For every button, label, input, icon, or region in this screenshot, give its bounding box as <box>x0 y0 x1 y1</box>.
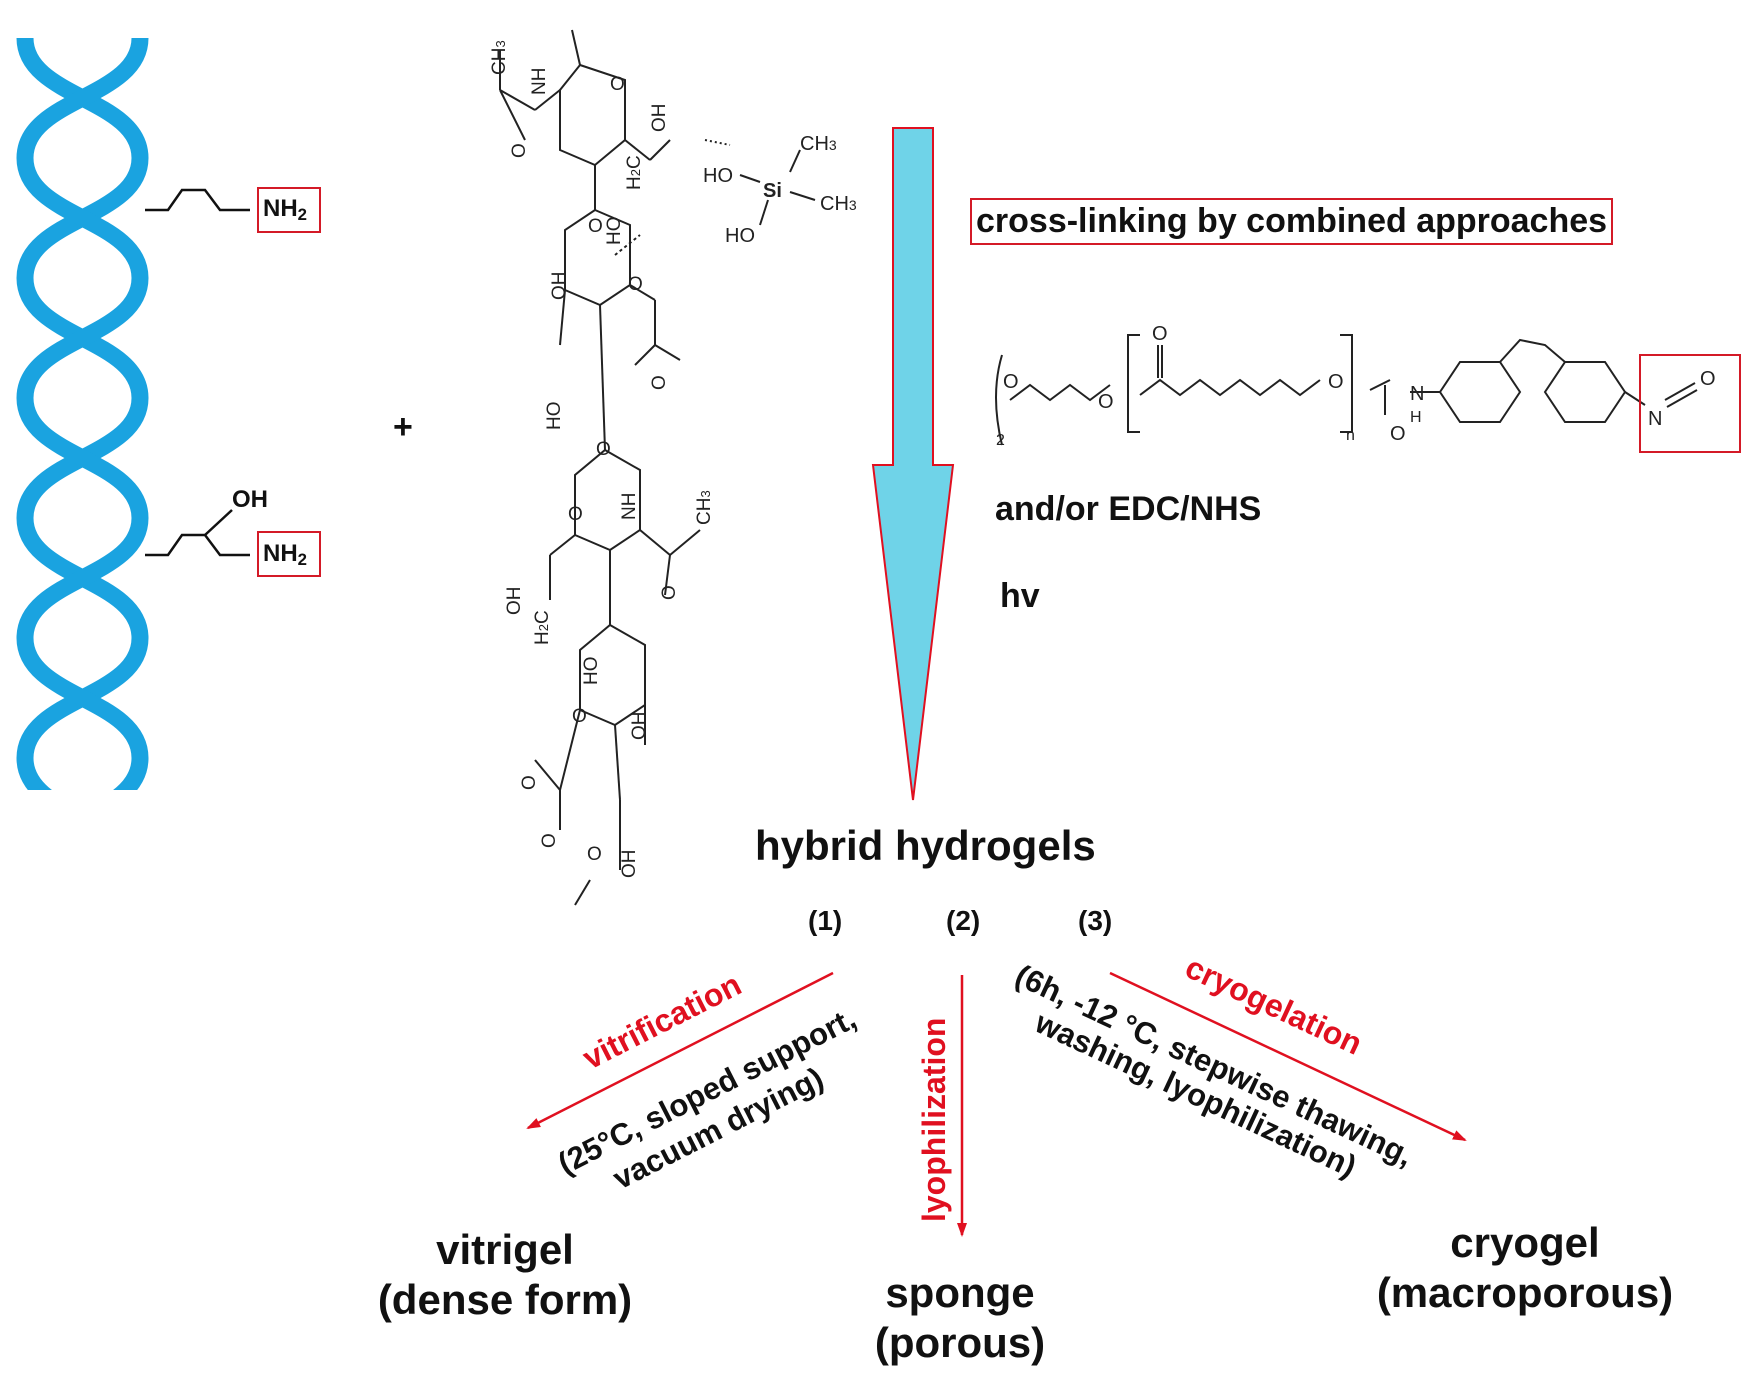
route-2-number: (2) <box>946 905 981 936</box>
svg-text:n: n <box>1346 427 1355 444</box>
svg-text:N: N <box>1410 383 1424 405</box>
amine-side-chain-1 <box>145 188 250 212</box>
result-vitrigel: vitrigel (dense form) <box>345 1225 665 1325</box>
svg-text:2: 2 <box>996 432 1005 449</box>
edc-nhs-label: and/or EDC/NHS <box>995 490 1262 528</box>
result-cryogel-desc: (macroporous) <box>1376 1269 1674 1316</box>
result-cryogel: cryogel (macroporous) <box>1345 1218 1705 1318</box>
result-vitrigel-name: vitrigel <box>436 1226 574 1273</box>
route-arrow-vitrification <box>526 971 834 1130</box>
svg-text:O: O <box>539 833 560 848</box>
result-sponge-desc: (porous) <box>874 1319 1046 1366</box>
svg-text:O: O <box>588 216 603 237</box>
svg-text:CH3: CH3 <box>820 193 857 215</box>
amine-group-label-2: NH2 <box>263 540 308 570</box>
route-3-number: (3) <box>1078 905 1113 936</box>
result-sponge: sponge (porous) <box>820 1268 1100 1368</box>
polymer-double-helix <box>16 37 149 879</box>
svg-text:O: O <box>1152 323 1168 345</box>
svg-text:Si: Si <box>763 180 782 202</box>
svg-text:NH: NH <box>529 68 550 95</box>
svg-text:O: O <box>568 504 583 525</box>
svg-text:O: O <box>572 706 587 727</box>
svg-text:H: H <box>1410 409 1422 426</box>
svg-text:N: N <box>1648 408 1662 430</box>
reaction-arrow <box>871 127 955 801</box>
plus-sign: + <box>393 408 413 446</box>
svg-text:O: O <box>509 143 530 158</box>
svg-text:HO: HO <box>544 402 565 431</box>
svg-text:CH3: CH3 <box>694 490 715 525</box>
crosslinking-title: cross-linking by combined approaches <box>970 198 1614 245</box>
svg-text:O: O <box>1003 371 1019 393</box>
hv-label: hv <box>1000 577 1040 615</box>
hydrogen-bond-dashes <box>614 234 641 256</box>
svg-text:CH3: CH3 <box>800 133 837 155</box>
svg-text:O: O <box>610 74 625 95</box>
svg-text:O: O <box>659 585 680 600</box>
svg-text:OH: OH <box>629 712 650 741</box>
svg-text:HO: HO <box>703 165 733 187</box>
svg-text:HO: HO <box>604 217 625 246</box>
svg-text:H2C: H2C <box>532 610 553 645</box>
svg-text:O: O <box>1700 368 1716 390</box>
product-label: hybrid hydrogels <box>755 822 1096 869</box>
svg-text:CH3: CH3 <box>489 40 510 75</box>
svg-text:HO: HO <box>581 657 602 686</box>
silanol-bonds <box>739 149 816 226</box>
svg-text:O: O <box>519 775 540 790</box>
result-vitrigel-desc: (dense form) <box>377 1276 633 1323</box>
svg-text:OH: OH <box>649 104 670 133</box>
route-arrow-cryogelation <box>1109 971 1467 1142</box>
svg-text:O: O <box>649 375 670 390</box>
silanol-interaction-dashes <box>704 139 731 146</box>
amine-highlight-box-2 <box>257 531 321 577</box>
crosslinker-structure <box>995 334 1698 446</box>
silanol-labels: HO Si CH3 CH3 HO <box>703 133 857 247</box>
svg-text:O: O <box>1328 371 1344 393</box>
svg-text:O: O <box>596 439 611 460</box>
crosslinker-labels: O O O O n O N H 2 N O <box>996 323 1716 449</box>
hydroxyl-label: OH <box>232 486 268 513</box>
result-cryogel-name: cryogel <box>1450 1219 1600 1266</box>
svg-text:NH: NH <box>619 493 640 520</box>
isocyanate-highlight-box <box>1639 354 1741 453</box>
hyaluronan-atom-labels: CH3 NH O O OH H2C HO O O OH O HO O NH CH… <box>489 40 715 878</box>
result-sponge-name: sponge <box>885 1269 1035 1316</box>
amine-group-label-1: NH2 <box>263 195 308 225</box>
svg-text:O: O <box>1390 423 1406 445</box>
svg-text:O: O <box>587 844 602 865</box>
route-2-method: lyophilization <box>916 1018 952 1222</box>
route-1-number: (1) <box>808 905 843 936</box>
svg-text:HO: HO <box>725 225 755 247</box>
svg-text:O: O <box>628 274 643 295</box>
hyaluronan-structure <box>499 29 701 906</box>
helix-crop-mask <box>0 790 170 890</box>
svg-text:H2C: H2C <box>624 155 645 190</box>
amine-highlight-box-1 <box>257 187 321 233</box>
svg-text:O: O <box>1098 391 1114 413</box>
svg-text:OH: OH <box>619 850 640 879</box>
svg-text:OH: OH <box>549 272 570 301</box>
svg-text:OH: OH <box>504 587 525 616</box>
amine-side-chain-2 <box>145 509 250 557</box>
